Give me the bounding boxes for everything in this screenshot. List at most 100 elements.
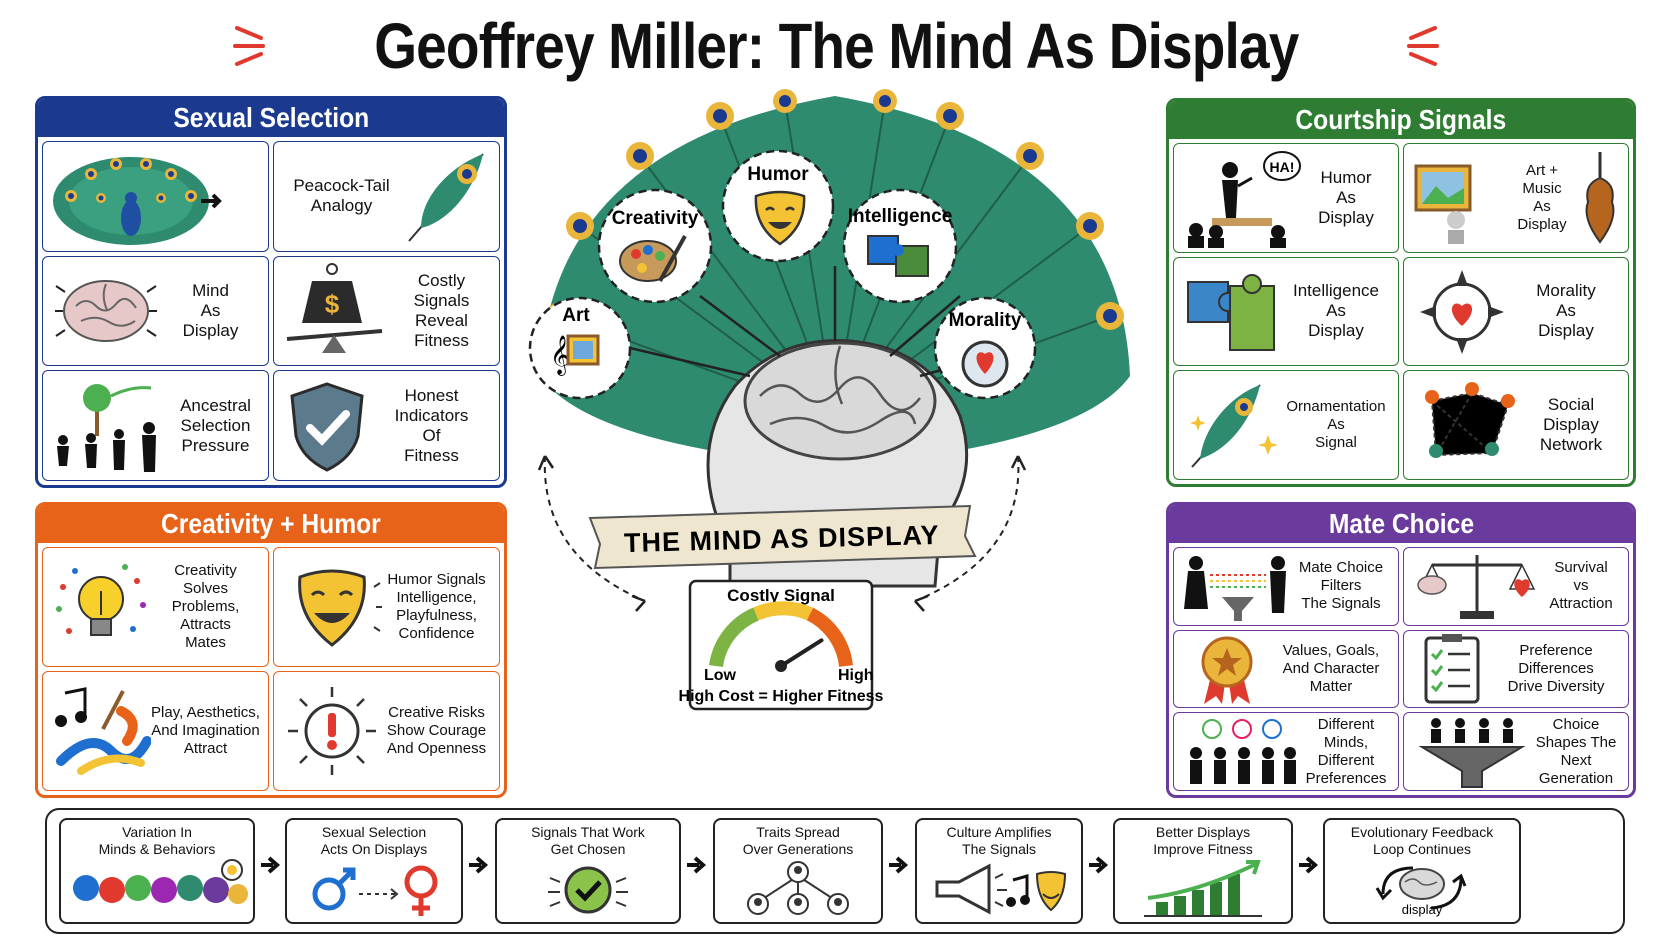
node-intelligence: Intelligence (842, 188, 958, 304)
cell-label: Survival vs Attraction (1549, 559, 1613, 613)
ornament-feather-icon (1190, 384, 1278, 468)
creativity-humor-panel: Creativity + Humor Creativity Solves Pro… (35, 502, 507, 798)
treble-clef-icon: 𝄞 (550, 336, 570, 376)
panel-header: Courtship Signals (1169, 101, 1633, 139)
mind-as-display-center: Art 𝄞 Creativity Humor Intelligence (520, 86, 1150, 786)
cell-label: Mind As Display (182, 280, 239, 340)
cell-label: Honest Indicators Of Fitness (394, 385, 469, 465)
music-paint-icon (55, 687, 151, 775)
costly-signal-gauge: Costly Signal Low High High Cost = Highe… (679, 579, 884, 711)
node-arrows (629, 266, 1021, 378)
node-morality-label: Morality (949, 310, 1022, 331)
gauge-low: Low (704, 667, 737, 684)
values-goals-cell: Values, Goals, And Character Matter (1173, 629, 1399, 709)
violin-icon (1585, 151, 1615, 244)
cell-label: Play, Aesthetics, And Imagination Attrac… (151, 704, 260, 757)
art-music-icon (1414, 164, 1472, 244)
sexual-selection-panel: Sexual Selection Peacock-Tail Analogy (35, 96, 507, 488)
burst-right-icon (1407, 26, 1440, 66)
people-hearts-icon (1190, 718, 1296, 784)
panel-header: Sexual Selection (38, 99, 504, 137)
node-morality: Morality (933, 296, 1037, 400)
cell-label: Ancestral Selection Pressure (180, 395, 251, 455)
family-tree-icon (747, 861, 849, 915)
cell-label: Peacock-Tail Analogy (293, 176, 390, 216)
puzzle-icon (1187, 273, 1275, 351)
cell-label: Art + Music As Display (1517, 161, 1567, 233)
diverse-heads-icon (73, 859, 248, 904)
funnel-people-icon (1418, 717, 1526, 788)
peacock-icon (53, 157, 222, 246)
intelligence-as-display-cell: Intelligence As Display (1173, 256, 1399, 367)
weight-scale-icon: $ (286, 262, 383, 353)
lightbulb-icon (56, 564, 146, 636)
node-creativity-label: Creativity (612, 208, 699, 229)
creative-risks-cell: Creative Risks Show Courage And Openness (273, 671, 500, 791)
mate-filters-cell: Mate Choice Filters The Signals (1173, 547, 1399, 626)
evolution-icon (57, 383, 156, 472)
mind-as-display-cell: Mind As Display (42, 255, 269, 367)
gauge-high: High (838, 667, 874, 684)
flow-arrow-icon (469, 856, 489, 874)
gauge-needle (779, 638, 824, 668)
cell-label: Humor As Display (1318, 167, 1374, 227)
growth-chart-icon (1144, 860, 1262, 917)
preference-differences-cell: Preference Differences Drive Diversity (1403, 629, 1629, 709)
cell-label: Morality As Display (1536, 281, 1596, 341)
exclamation-icon (288, 687, 376, 775)
mind-banner: THE MIND AS DISPLAY (588, 504, 977, 570)
award-ribbon-icon (1201, 636, 1253, 704)
loop-label: display (1402, 902, 1443, 917)
flow-arrow-icon (687, 856, 707, 874)
flow-step-chosen: Signals That Work Get Chosen (495, 818, 681, 924)
cell-label: Creativity Solves Problems, Attracts Mat… (171, 562, 240, 651)
cell-label: Values, Goals, And Character Matter (1282, 641, 1380, 695)
humor-mask-icon (754, 190, 806, 246)
feather-icon (408, 153, 484, 242)
balance-scale-icon (1417, 555, 1536, 620)
cell-label: Preference Differences Drive Diversity (1507, 641, 1605, 695)
check-circle-icon (548, 866, 628, 914)
ha-bubble: HA! (1270, 159, 1295, 175)
cell-label: Costly Signals Reveal Fitness (413, 270, 470, 350)
mate-choice-panel: Mate Choice Mate Choice Filters The Sign… (1166, 502, 1636, 798)
comedian-icon: HA! (1188, 150, 1301, 248)
flow-arrow-icon (1089, 856, 1109, 874)
flow-step-spread: Traits Spread Over Generations (713, 818, 883, 924)
evolution-flow: Variation In Minds & Behaviors Sexual Se… (45, 808, 1625, 934)
flow-arrow-icon (889, 856, 909, 874)
flow-step-feedback: Evolutionary Feedback Loop Continues dis… (1323, 818, 1521, 924)
play-aesthetics-cell: Play, Aesthetics, And Imagination Attrac… (42, 671, 269, 791)
flow-step-fitness: Better Displays Improve Fitness (1113, 818, 1293, 924)
flow-step-variation: Variation In Minds & Behaviors (59, 818, 255, 924)
cell-label: Choice Shapes The Next Generation (1535, 715, 1617, 787)
flow-arrow-icon (1299, 856, 1319, 874)
cell-label: Humor Signals Intelligence, Playfulness,… (387, 571, 486, 642)
panel-header: Mate Choice (1169, 505, 1633, 543)
brain-icon (55, 279, 157, 342)
ornamentation-cell: Ornamentation As Signal (1173, 370, 1399, 480)
cell-label: Creative Risks Show Courage And Openness (386, 704, 487, 757)
panel-header: Creativity + Humor (38, 505, 504, 543)
humor-signals-cell: Humor Signals Intelligence, Playfulness,… (273, 547, 500, 667)
filter-couple-icon (1184, 556, 1286, 622)
humor-as-display-cell: HA! Humor As Display (1173, 143, 1399, 253)
node-humor: Humor (721, 149, 835, 263)
node-creativity: Creativity (597, 188, 713, 304)
feedback-arrows (543, 455, 1020, 602)
cell-label: Mate Choice Filters The Signals (1298, 559, 1384, 613)
gender-symbols-icon (312, 865, 438, 916)
network-icon (1425, 382, 1515, 459)
node-humor-label: Humor (747, 164, 809, 185)
compass-heart-icon (1420, 269, 1504, 354)
creativity-solves-cell: Creativity Solves Problems, Attracts Mat… (42, 547, 269, 667)
dollar-sign: $ (325, 289, 340, 319)
survival-vs-attraction-cell: Survival vs Attraction (1403, 547, 1629, 626)
node-intelligence-label: Intelligence (848, 206, 953, 227)
social-network-cell: Social Display Network (1403, 370, 1629, 480)
node-art-label: Art (562, 305, 590, 326)
art-music-cell: Art + Music As Display (1403, 143, 1629, 253)
morality-as-display-cell: Morality As Display (1403, 256, 1629, 367)
title-bar: Geoffrey Miller: The Mind As Display (0, 6, 1672, 86)
courtship-signals-panel: Courtship Signals HA! Humor As Display A… (1166, 98, 1636, 487)
